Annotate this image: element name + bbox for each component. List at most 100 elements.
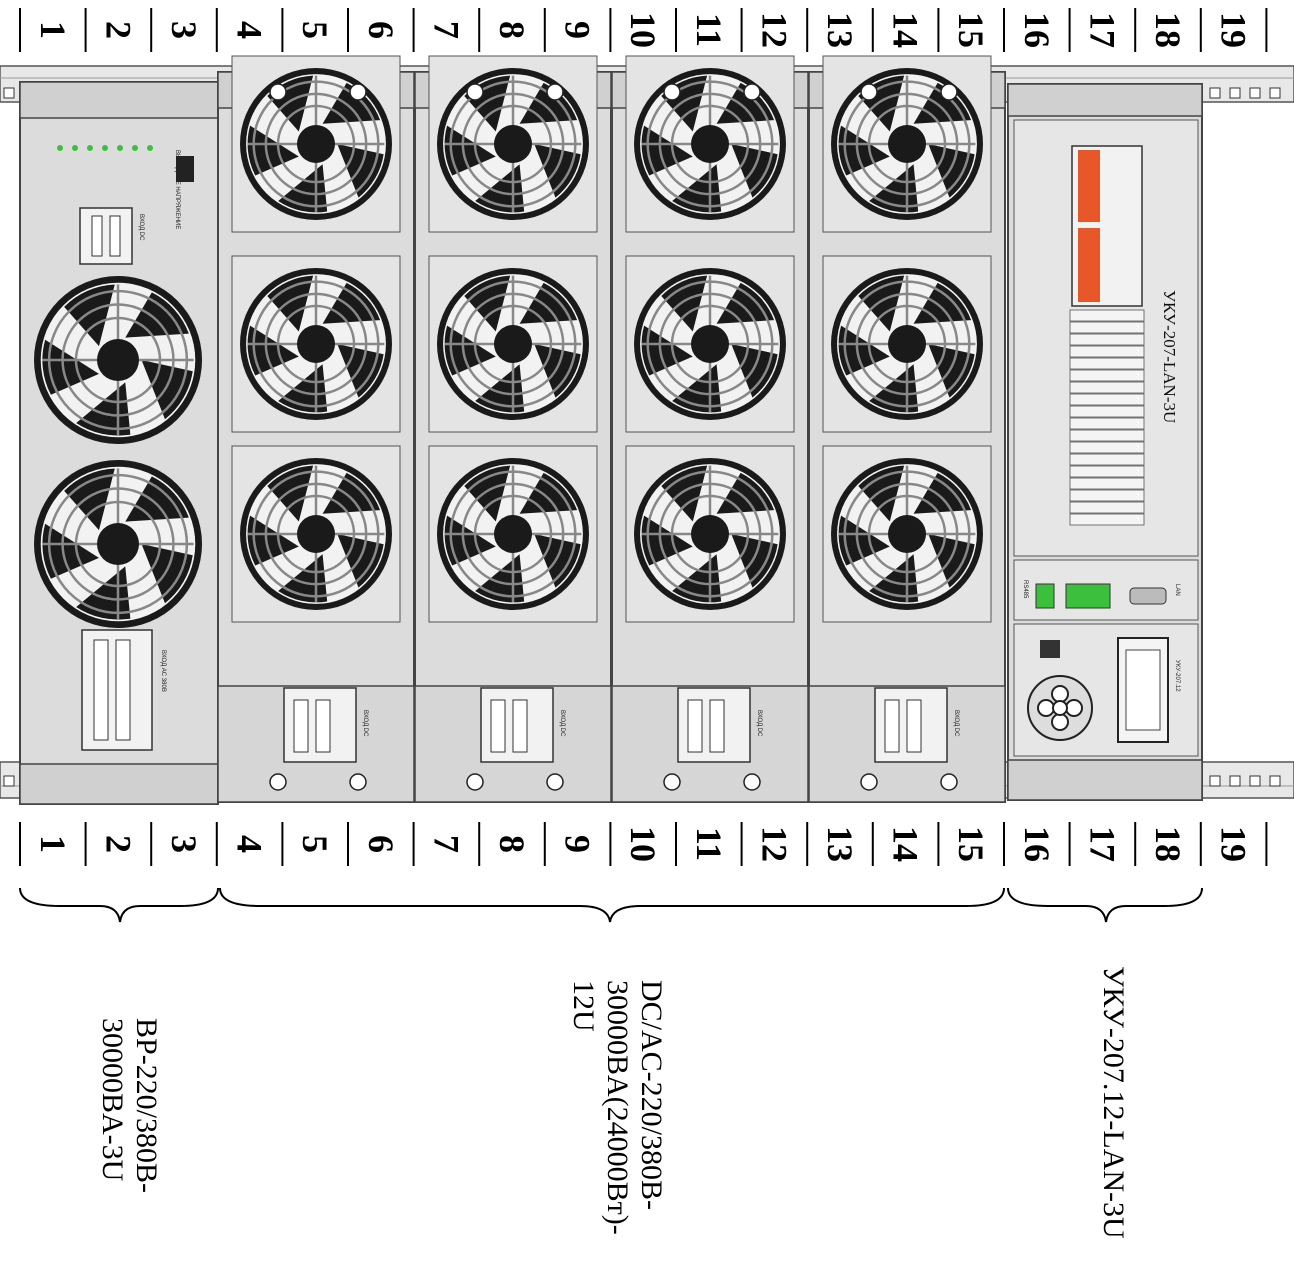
rack-unit-number: 5 <box>295 21 335 39</box>
rail-hole <box>1229 775 1241 787</box>
serial-port[interactable] <box>1129 587 1167 605</box>
rail-hole <box>1249 87 1261 99</box>
rack-unit-number: 9 <box>558 21 598 39</box>
rs485-connector[interactable] <box>1035 583 1055 609</box>
rack-unit-number: 3 <box>164 21 204 39</box>
rack-unit-number: 10 <box>623 826 663 862</box>
inverter-module: ВХОД DC <box>414 55 612 803</box>
terminal-strip <box>1069 405 1145 418</box>
screw-icon <box>349 773 367 791</box>
rack-unit-number: 7 <box>426 835 466 853</box>
fan-icon <box>634 458 786 610</box>
indicator-leds <box>57 145 194 182</box>
fan-icon <box>34 460 202 628</box>
rack-unit-number: 16 <box>1017 12 1057 48</box>
rack-unit-number: 11 <box>689 827 729 861</box>
terminal-strip <box>1069 309 1145 322</box>
brace-control <box>1007 887 1203 923</box>
rail-hole <box>1269 775 1281 787</box>
fan-icon <box>831 68 983 220</box>
inverter-dc-breaker[interactable] <box>677 687 751 763</box>
screw-icon <box>466 83 484 101</box>
rack-unit-number: 17 <box>1082 12 1122 48</box>
terminal-strip <box>1069 513 1145 526</box>
terminal-strip <box>1069 429 1145 442</box>
rail-hole <box>1269 87 1281 99</box>
fan-icon <box>437 458 589 610</box>
inverter-breaker-label: ВХОД DC <box>756 710 762 737</box>
fan-icon <box>437 268 589 420</box>
rack-unit-number: 2 <box>98 21 138 39</box>
rail-hole <box>1209 87 1221 99</box>
rack-unit-number: 6 <box>361 835 401 853</box>
terminal-strip <box>1069 477 1145 490</box>
terminal-strip <box>1069 489 1145 502</box>
screw-icon <box>269 83 287 101</box>
screw-icon <box>940 83 958 101</box>
rack-unit-number: 14 <box>886 12 926 48</box>
terminal-strip <box>1069 345 1145 358</box>
rack-unit-number: 6 <box>361 21 401 39</box>
rack-unit-number: 8 <box>492 21 532 39</box>
psu-ac-breaker[interactable] <box>81 629 153 751</box>
rail-hole <box>3 775 15 787</box>
terminal-strip <box>1069 357 1145 370</box>
inverter-breaker-label: ВХОД DC <box>362 710 368 737</box>
screw-icon <box>860 773 878 791</box>
terminal-strip <box>1069 453 1145 466</box>
screw-icon <box>743 773 761 791</box>
control-breaker-block[interactable] <box>1071 145 1143 307</box>
rack-unit-number: 9 <box>558 835 598 853</box>
rack-unit-number: 1 <box>33 21 73 39</box>
lan-jack[interactable] <box>1040 640 1060 658</box>
screw-icon <box>349 83 367 101</box>
screw-icon <box>546 773 564 791</box>
rack-unit-number: 18 <box>1148 826 1188 862</box>
power-supply-module: ВЫХОДНОЕ НАПРЯЖЕНИЕ ВХОД DC ВХОД AC 380В <box>19 81 219 805</box>
control-panel-title: УКУ-207-LAN-3U <box>1160 290 1179 423</box>
control-module: УКУ-207-LAN-3U RS485 LAN УКУ-207.12 <box>1007 83 1203 801</box>
caption-inverter: DC/AC-220/380B-30000BA(24000Bт)-12U <box>567 980 668 1235</box>
terminal-strip <box>1069 321 1145 334</box>
screw-icon <box>466 773 484 791</box>
terminal-strip <box>1069 417 1145 430</box>
inverter-breaker-label: ВХОД DC <box>559 710 565 737</box>
rack-unit-number: 5 <box>295 835 335 853</box>
fan-icon <box>634 268 786 420</box>
inverter-breaker-label: ВХОД DC <box>953 710 959 737</box>
fan-icon <box>240 268 392 420</box>
rack-unit-number: 1 <box>33 835 73 853</box>
rack-unit-number: 3 <box>164 835 204 853</box>
fan-icon <box>831 268 983 420</box>
brace-power-supply <box>19 887 219 923</box>
rail-hole <box>1249 775 1261 787</box>
inverter-dc-breaker[interactable] <box>874 687 948 763</box>
rack-unit-number: 13 <box>820 826 860 862</box>
rack-unit-number: 7 <box>426 21 466 39</box>
caption-line: 30000BA(24000Bт)- <box>601 980 634 1235</box>
terminal-strip <box>1069 441 1145 454</box>
fan-icon <box>34 276 202 444</box>
rack-unit-number: 16 <box>1017 826 1057 862</box>
screw-icon <box>546 83 564 101</box>
rack-unit-number: 19 <box>1214 12 1254 48</box>
rack-unit-number: 4 <box>230 835 270 853</box>
fan-icon <box>240 68 392 220</box>
caption-line: DC/AC-220/380B- <box>635 980 668 1210</box>
inverter-module: ВХОД DC <box>217 55 415 803</box>
screw-icon <box>663 83 681 101</box>
rack-unit-number: 2 <box>98 835 138 853</box>
rack-unit-number: 19 <box>1214 826 1254 862</box>
rack-unit-number: 10 <box>623 12 663 48</box>
round-connector[interactable] <box>1027 675 1093 741</box>
rack-unit-number: 15 <box>951 826 991 862</box>
psu-dc-breaker[interactable] <box>79 207 133 265</box>
inverter-dc-breaker[interactable] <box>283 687 357 763</box>
fan-icon <box>240 458 392 610</box>
terminal-strip <box>1069 393 1145 406</box>
rack-unit-number: 14 <box>886 826 926 862</box>
inverter-dc-breaker[interactable] <box>480 687 554 763</box>
terminal-connector[interactable] <box>1065 583 1111 609</box>
